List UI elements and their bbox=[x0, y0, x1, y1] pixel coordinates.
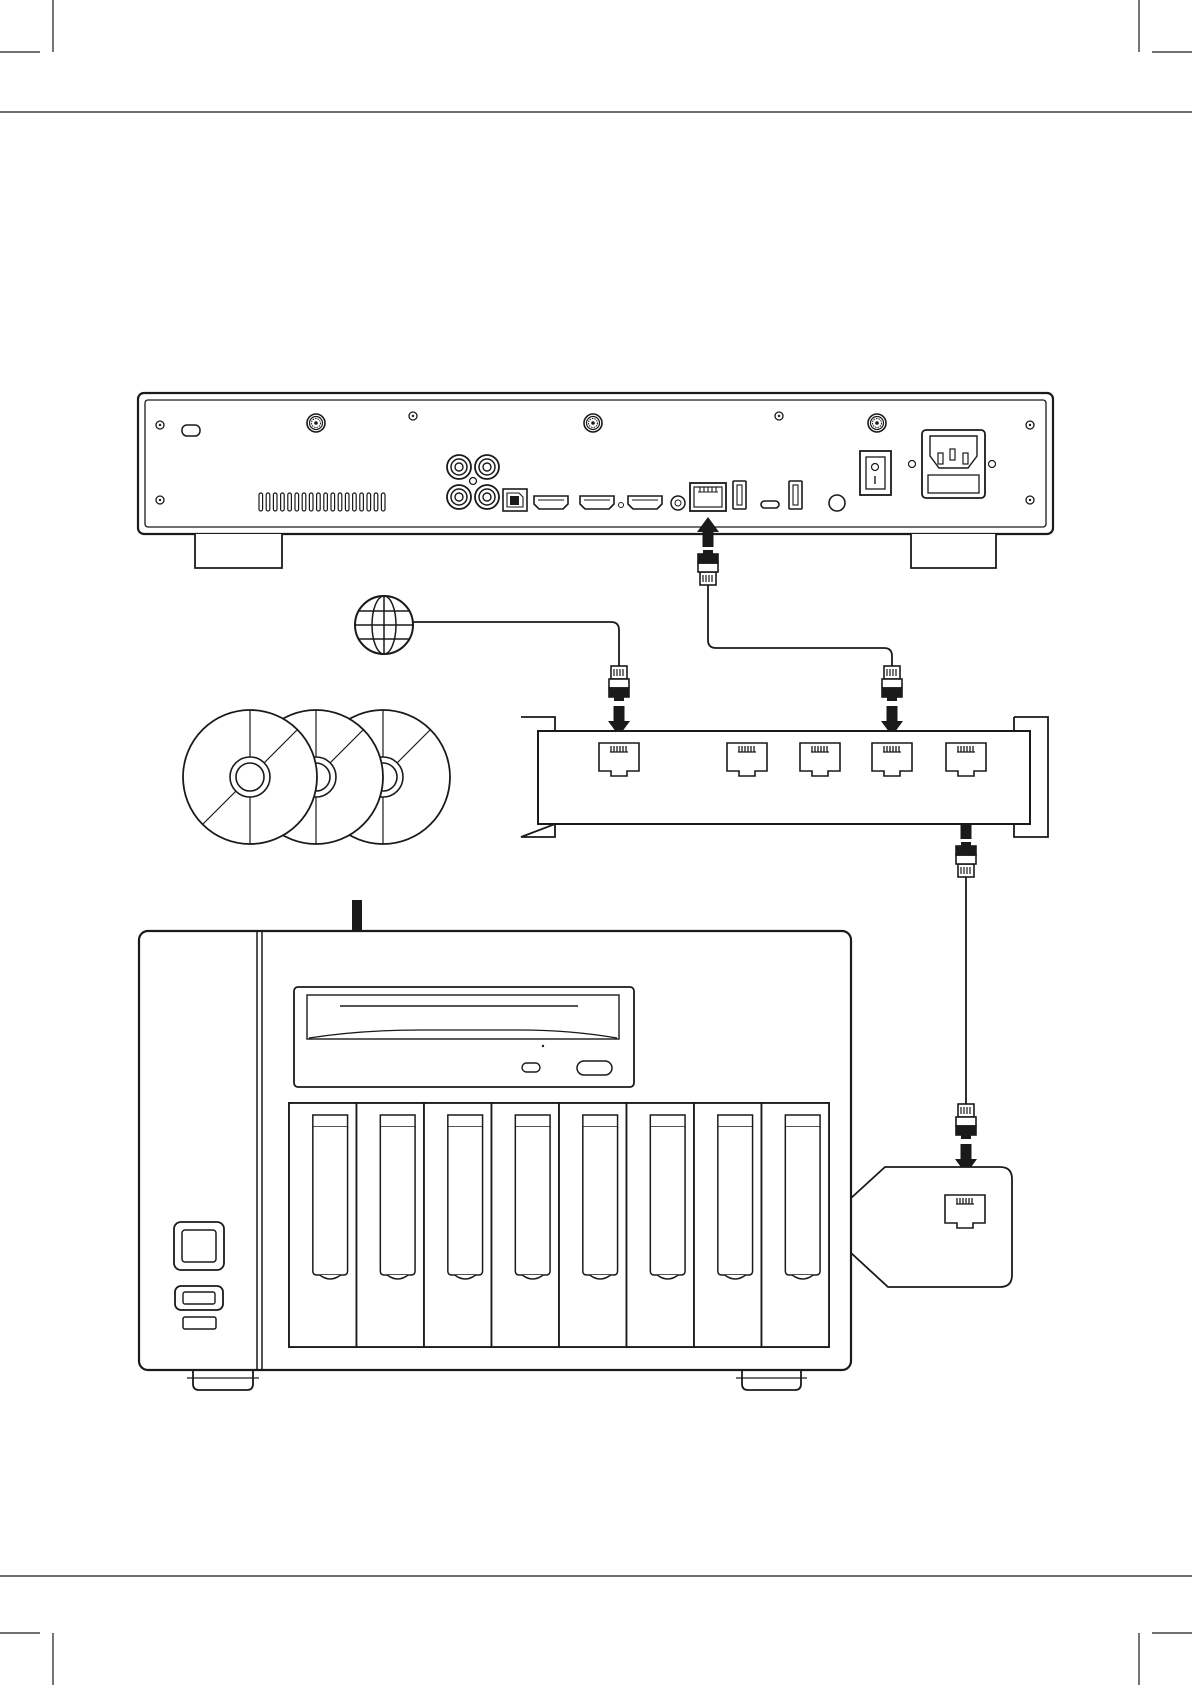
screw-icon bbox=[156, 496, 164, 504]
vent-slot bbox=[288, 493, 292, 511]
drive-led-icon bbox=[522, 1063, 540, 1072]
drive-bays bbox=[289, 1103, 829, 1347]
vent-slot bbox=[309, 493, 313, 511]
antenna-jack-icon bbox=[307, 414, 325, 432]
eject-button-icon bbox=[577, 1061, 612, 1075]
drive-bay-4 bbox=[492, 1103, 560, 1347]
vent-slot bbox=[367, 493, 371, 511]
rca-jack-icon bbox=[447, 455, 471, 479]
network-switch bbox=[521, 717, 1048, 837]
drive-bay-1 bbox=[289, 1103, 357, 1347]
vent-slot bbox=[266, 493, 270, 511]
front-usb-port-icon bbox=[175, 1286, 223, 1310]
hdmi-port-icon bbox=[580, 496, 614, 509]
power-button-icon bbox=[174, 1222, 224, 1270]
status-led-icon bbox=[183, 1317, 216, 1329]
player-cable bbox=[708, 585, 892, 666]
vent-slot bbox=[259, 493, 263, 511]
ethernet-plug-icon bbox=[956, 1104, 976, 1139]
rca-jack-icon bbox=[475, 485, 499, 509]
drive-bay-2 bbox=[357, 1103, 425, 1347]
screw-icon bbox=[409, 412, 417, 420]
vent-slot bbox=[338, 493, 342, 511]
ethernet-plug-icon bbox=[609, 666, 629, 701]
usb-port-icon bbox=[789, 481, 802, 509]
antenna-jack-icon bbox=[868, 414, 886, 432]
vent-slot bbox=[353, 493, 357, 511]
vent-slot bbox=[295, 493, 299, 511]
screw-icon bbox=[156, 421, 164, 429]
hdmi-port-icon bbox=[628, 496, 662, 509]
optical-port-icon bbox=[503, 489, 527, 511]
screw-icon bbox=[775, 412, 783, 420]
optical-drive bbox=[294, 987, 634, 1087]
drive-bay-5 bbox=[559, 1103, 627, 1347]
switch-port-5 bbox=[946, 743, 986, 776]
switch-port-3 bbox=[800, 743, 840, 776]
ethernet-plug-icon bbox=[956, 842, 976, 877]
nas-ethernet-port-icon bbox=[945, 1195, 985, 1228]
nas-server bbox=[139, 931, 1012, 1390]
ethernet-port-icon bbox=[690, 483, 726, 511]
drive-bay-3 bbox=[424, 1103, 492, 1347]
vent-slot bbox=[381, 493, 385, 511]
disc-icon bbox=[183, 710, 317, 844]
optical-discs bbox=[183, 710, 450, 844]
screw-icon bbox=[1026, 421, 1034, 429]
vent-slot bbox=[302, 493, 306, 511]
power-switch-icon bbox=[860, 451, 891, 495]
ethernet-plug-icon bbox=[882, 666, 902, 701]
vent-slot bbox=[324, 493, 328, 511]
internet-cable bbox=[413, 622, 619, 666]
lock-slot-icon bbox=[182, 425, 200, 436]
vent-slot bbox=[273, 493, 277, 511]
usb-port-icon bbox=[733, 481, 746, 509]
vent-slot bbox=[360, 493, 364, 511]
ethernet-plug-icon bbox=[698, 550, 718, 585]
vent-slot bbox=[331, 493, 335, 511]
rca-jack-icon bbox=[447, 485, 471, 509]
switch-port-2 bbox=[727, 743, 767, 776]
rear-port-callout bbox=[850, 1167, 1012, 1287]
left-foot bbox=[195, 534, 282, 568]
drive-bay-7 bbox=[694, 1103, 762, 1347]
antenna-jack-icon bbox=[584, 414, 602, 432]
vent-slot bbox=[281, 493, 285, 511]
ir-jack-icon bbox=[829, 495, 845, 511]
globe-icon bbox=[355, 596, 413, 654]
power-inlet-icon bbox=[909, 430, 996, 498]
switch-port-4 bbox=[872, 743, 912, 776]
usb-c-port-icon bbox=[761, 501, 779, 508]
right-foot bbox=[911, 534, 996, 568]
vent-slot bbox=[374, 493, 378, 511]
drive-bay-6 bbox=[627, 1103, 695, 1347]
drive-bay-8 bbox=[762, 1103, 830, 1347]
vent-slot bbox=[345, 493, 349, 511]
hdmi-port-icon bbox=[534, 496, 568, 509]
vent-slot bbox=[317, 493, 321, 511]
screw-icon bbox=[1026, 496, 1034, 504]
media-player-rear-panel bbox=[138, 393, 1053, 568]
switch-port-1 bbox=[599, 743, 639, 776]
rca-jack-icon bbox=[475, 455, 499, 479]
